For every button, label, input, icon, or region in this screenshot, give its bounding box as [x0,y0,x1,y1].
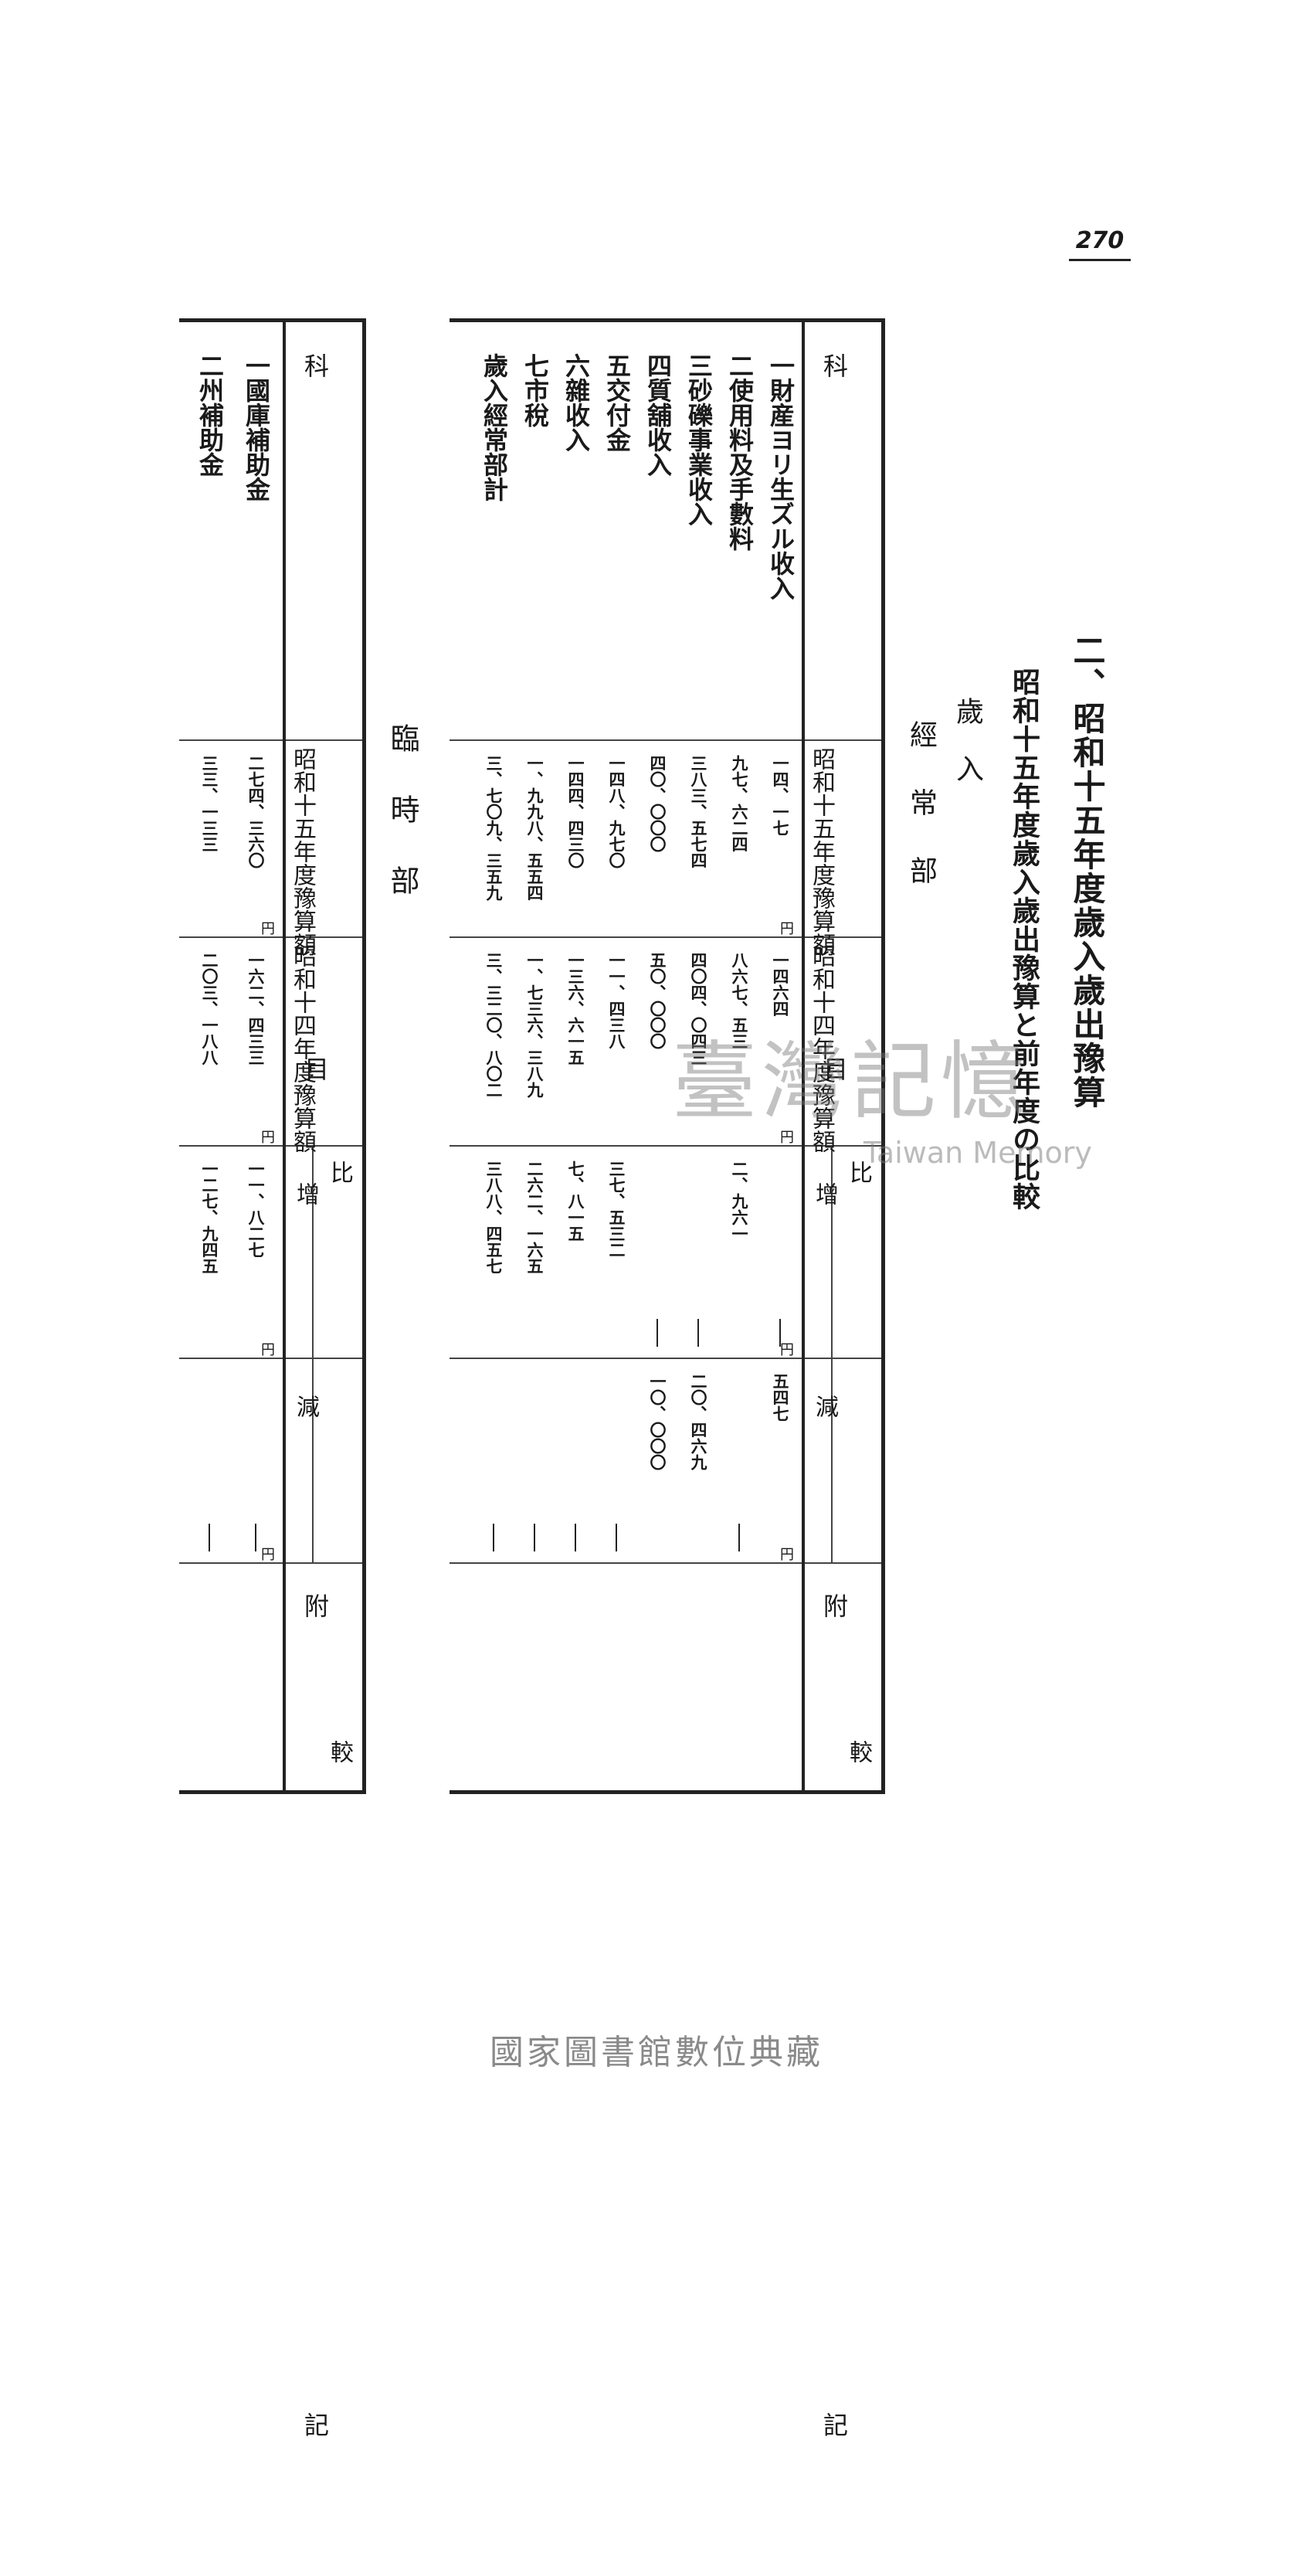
ord-band-line-b15 [450,739,885,741]
ord-row-6-dec-dash [534,1524,535,1551]
ord-row-0-inc-dash [779,1319,781,1347]
tmp-row-0-b14: 一六二、四三三 [246,952,265,1065]
page-subtitle: 昭和十五年度歲入歲出豫算と前年度の比較 [1008,668,1040,1211]
ord-row-1-dec-dash [738,1524,740,1551]
watermark-logo: 臺灣記憶 [672,1032,1030,1131]
tmp-yen-mark-dec: 円 [261,1547,275,1563]
ord-row-3-dec: 一〇、〇〇〇 [648,1373,667,1470]
ord-row-1-b15: 九七、六二四 [730,755,748,852]
ord-row-1-subject: 二使用料及手數料 [725,353,755,551]
ord-row-0-b14: 一四六四 [771,952,789,1017]
ord-row-4-subject: 五交付金 [602,353,632,452]
ord-row-7-subject: 歲入經常部計 [480,353,509,501]
ord-row-5-b14: 一三六、六一五 [566,952,585,1065]
tmp-row-1-inc: 一二七、九四五 [200,1161,219,1274]
ord-row-2-subject: 三砂礫事業收入 [684,353,714,526]
ord-band-line-dec [450,1358,885,1359]
ord-header-increase: 增 [811,1182,838,1205]
ord-row-2-b14: 四〇四、〇四三 [689,952,707,1065]
ord-row-3-b14: 五〇、〇〇〇 [648,952,667,1049]
tmp-band-line-rem [179,1562,366,1564]
temporary-table-grid: 科 目昭和十五年度豫算額昭和十四年度豫算額比 較增減附 記円円円円一國庫補助金二… [179,318,366,2576]
ord-header-remarks: 附 記 [819,1593,849,2576]
tmp-row-1-b14: 二〇三、一八八 [200,952,219,1065]
tmp-header-budget15: 昭和十五年度豫算額 [289,747,316,956]
page-title: 二、昭和十五年度歲入歲出豫算 [1068,634,1106,1110]
tmp-header-increase: 增 [292,1182,319,1205]
ord-row-5-subject: 六雜收入 [562,353,591,452]
tmp-row-0-inc: 一一、八二七 [246,1161,265,1258]
ord-row-7-inc: 三八八、四五七 [484,1161,503,1274]
ord-yen-mark-dec: 円 [780,1547,794,1563]
ord-row-7-b15: 三、七〇九、三五九 [484,755,503,901]
tmp-row-0-dec-dash [255,1524,256,1551]
section-annual-revenue: 歲入 [952,697,983,811]
ord-comparison-divider [831,1145,833,1562]
tmp-band-line-dec [179,1358,366,1359]
tmp-header-remarks: 附 記 [300,1593,330,2576]
ord-header-decrease: 減 [811,1395,838,1418]
ord-row-6-subject: 七市稅 [521,353,550,427]
ord-header-divider [802,322,805,1790]
ord-row-5-b15: 一四四、四三〇 [566,755,585,868]
ord-row-2-inc-dash [697,1319,699,1347]
ord-band-line-rem [450,1562,885,1564]
tmp-right-border [362,322,366,1790]
ord-row-0-dec: 五四七 [771,1373,789,1422]
tmp-header-subject: 科 目 [300,353,330,1197]
ord-row-5-inc: 七、八一五 [566,1161,585,1242]
tmp-yen-mark-inc: 円 [261,1342,275,1358]
ordinary-table-grid: 科 目昭和十五年度豫算額昭和十四年度豫算額比 較增減附 記円円円円一財産ヨリ生ズ… [450,318,885,2576]
tmp-header-comparison: 比 較 [326,1161,353,1856]
ord-row-4-inc: 三七、五三二 [607,1161,626,1258]
ord-row-4-b15: 一四八、九七〇 [607,755,626,868]
ord-row-5-dec-dash [575,1524,576,1551]
ord-header-budget15: 昭和十五年度豫算額 [808,747,835,956]
ord-header-budget14: 昭和十四年度豫算額 [808,944,835,1153]
ord-row-1-b14: 八六七、五三 [730,952,748,1049]
tmp-row-0-subject: 一國庫補助金 [242,353,271,501]
tmp-yen-mark-b15: 円 [261,921,275,937]
tmp-row-0-b15: 二七四、三六〇 [246,755,265,868]
tmp-band-line-b14 [179,936,366,938]
ord-row-6-b14: 一、七三六、三八九 [525,952,544,1098]
ord-row-3-b15: 四〇、〇〇〇 [648,755,667,852]
ord-row-7-dec-dash [493,1524,494,1551]
ord-row-1-inc: 二、九六一 [730,1161,748,1242]
ord-yen-mark-inc: 円 [780,1342,794,1358]
ord-row-7-b14: 三、三二〇、八〇二 [484,952,503,1098]
ord-band-line-b14 [450,936,885,938]
tmp-header-budget14: 昭和十四年度豫算額 [289,944,316,1153]
tmp-band-line-inc [179,1145,366,1147]
page-number: 270 [1069,227,1131,261]
tmp-row-1-subject: 二州補助金 [195,353,225,477]
ord-header-comparison: 比 較 [845,1161,872,1856]
ord-yen-mark-b14: 円 [780,1130,794,1146]
tmp-yen-mark-b14: 円 [261,1130,275,1146]
ord-right-border [881,322,885,1790]
ord-row-2-b15: 三八三、五七四 [689,755,707,868]
tmp-row-1-dec-dash [209,1524,210,1551]
tmp-header-decrease: 減 [292,1395,319,1418]
ord-row-2-dec: 二〇、四六九 [689,1373,707,1470]
ord-row-4-b14: 一一、四三八 [607,952,626,1049]
ord-row-3-subject: 四質舖收入 [643,353,673,477]
tmp-header-divider [283,322,286,1790]
section-ordinary: 經常部 [905,720,937,924]
ord-band-line-inc [450,1145,885,1147]
tmp-comparison-divider [312,1145,314,1562]
ord-row-0-subject: 一財産ヨリ生ズル收入 [766,353,796,600]
ord-header-subject: 科 目 [819,353,849,1197]
ord-row-4-dec-dash [616,1524,617,1551]
footer-archive-label: 國家圖書館數位典藏 [490,2033,823,2072]
watermark-text: Taiwan Memory [863,1136,1092,1170]
ord-row-6-inc: 二六二、一六五 [525,1161,544,1274]
tmp-band-line-b15 [179,739,366,741]
ord-row-6-b15: 一、九九八、五五四 [525,755,544,901]
ord-yen-mark-b15: 円 [780,921,794,937]
ord-row-0-b15: 一四、一七 [771,755,789,836]
ord-row-3-inc-dash [656,1319,658,1347]
section-temporary: 臨時部 [385,723,419,936]
tmp-row-1-b15: 三三、一三三 [200,755,219,852]
